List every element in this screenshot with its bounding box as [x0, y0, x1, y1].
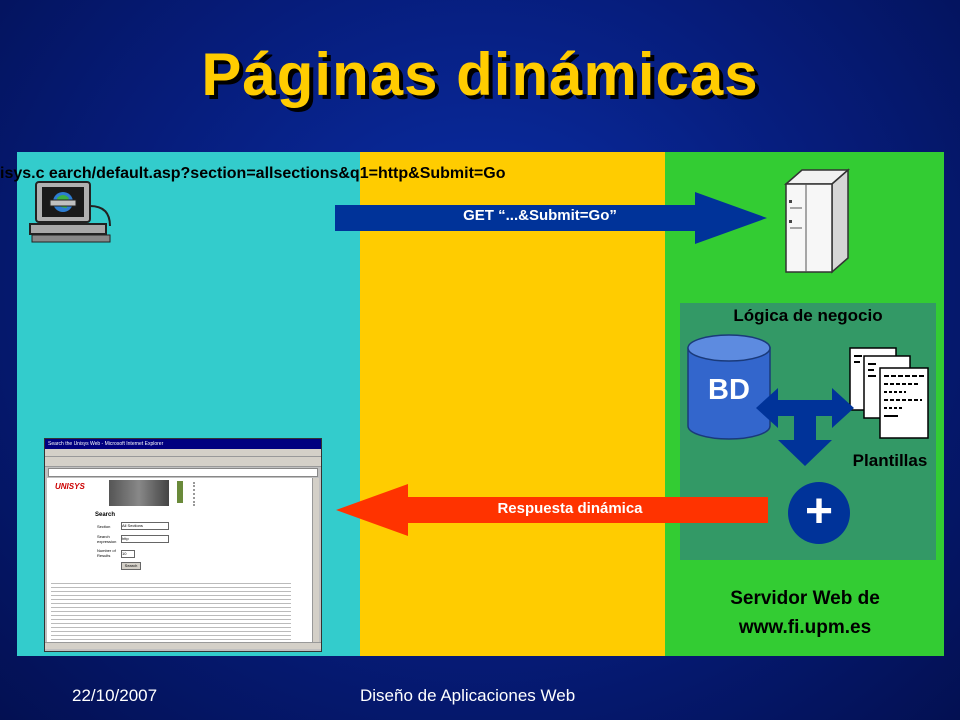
toolbar	[45, 457, 321, 467]
menu-bar	[45, 449, 321, 457]
slide-title: Páginas dinámicas	[201, 41, 759, 108]
footer-date: 22/10/2007	[72, 686, 158, 705]
expression-input[interactable]: http	[121, 535, 169, 543]
server-label-line2: www.fi.upm.es	[738, 617, 872, 638]
response-label: Respuesta dinámica	[497, 500, 643, 517]
search-heading: Search	[95, 512, 116, 518]
plus-label: +	[804, 485, 834, 538]
results-select[interactable]: 10	[121, 550, 135, 558]
search-results	[51, 580, 291, 640]
browser-window: Search the Unisys Web - Microsoft Intern…	[44, 438, 322, 652]
templates-icon	[849, 347, 929, 439]
server-label-line1: Servidor Web de	[730, 588, 880, 609]
database-label: BD	[708, 374, 750, 406]
section-select[interactable]: All Sections	[121, 522, 169, 530]
server-icon	[784, 168, 850, 274]
status-bar	[45, 642, 321, 649]
browser-content: UNISYS Search Section All Sections Searc…	[47, 478, 319, 642]
middle-panel	[360, 152, 665, 656]
header-graphic	[177, 481, 183, 503]
browser-title-bar: Search the Unisys Web - Microsoft Intern…	[45, 439, 321, 449]
computer-icon	[29, 181, 111, 243]
request-arrow	[335, 192, 767, 244]
business-logic-label: Lógica de negocio	[733, 306, 883, 325]
plus-icon	[788, 482, 850, 544]
request-url: isys.c earch/default.asp?section=allsect…	[0, 165, 506, 182]
unisys-logo: UNISYS	[55, 482, 85, 491]
database-icon	[687, 334, 771, 440]
results-label: Number of Results	[97, 548, 116, 558]
footer-course: Diseño de Aplicaciones Web	[360, 686, 576, 705]
response-arrow	[336, 484, 768, 536]
search-button[interactable]: Search	[121, 562, 141, 570]
expression-label: Search expression	[97, 534, 117, 544]
merge-arrows	[756, 388, 854, 466]
request-label: GET “...&Submit=Go”	[463, 207, 617, 224]
templates-label: Plantillas	[852, 451, 928, 470]
header-photo	[109, 480, 169, 506]
section-label: Section	[97, 524, 111, 529]
nav-links	[193, 482, 235, 506]
address-bar	[48, 468, 318, 477]
scrollbar[interactable]	[312, 478, 319, 642]
server-label: Servidor Web de www.fi.upm.es	[680, 584, 930, 642]
